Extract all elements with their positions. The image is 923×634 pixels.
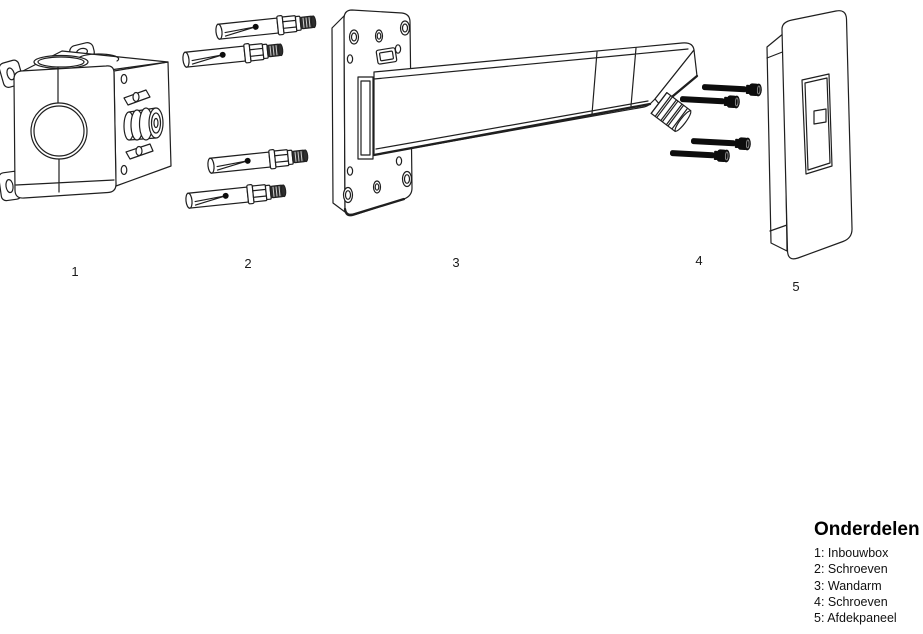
part-label-2: 2 [244, 256, 252, 271]
legend-item: 3: Wandarm [814, 578, 882, 593]
legend-item: 4: Schroeven [814, 594, 888, 609]
conduit-connector [123, 107, 164, 141]
screw-icon [679, 92, 741, 109]
part-3-wandarm [331, 9, 699, 217]
legend-item: 2: Schroeven [814, 562, 888, 577]
screw-icon [669, 146, 731, 163]
legend-item: 1: Inbouwbox [814, 546, 889, 560]
parts-legend: Onderdelen 1: Inbouwbox 2: Schroeven 3: … [814, 519, 920, 626]
legend-item: 5: Afdekpaneel [814, 611, 897, 626]
part-label-5: 5 [792, 279, 800, 294]
part-label-3: 3 [452, 255, 460, 270]
anchor-bolt-icon [181, 39, 285, 71]
screw-icon [701, 80, 763, 97]
part-label-4: 4 [695, 253, 703, 268]
part-2-schroeven-anchors [181, 11, 318, 212]
anchor-bolt-icon [206, 145, 310, 177]
legend-title: Onderdelen [814, 519, 920, 540]
threaded-tip [650, 92, 692, 133]
screw-icon [690, 134, 752, 151]
part-label-1: 1 [71, 264, 79, 279]
plate-holes [342, 20, 413, 204]
panel-notch [813, 108, 827, 125]
part-1-inbouwbox [0, 42, 172, 202]
anchor-bolt-icon [214, 11, 318, 43]
anchor-bolt-icon [184, 180, 288, 212]
part-5-afdekpaneel [766, 10, 853, 260]
